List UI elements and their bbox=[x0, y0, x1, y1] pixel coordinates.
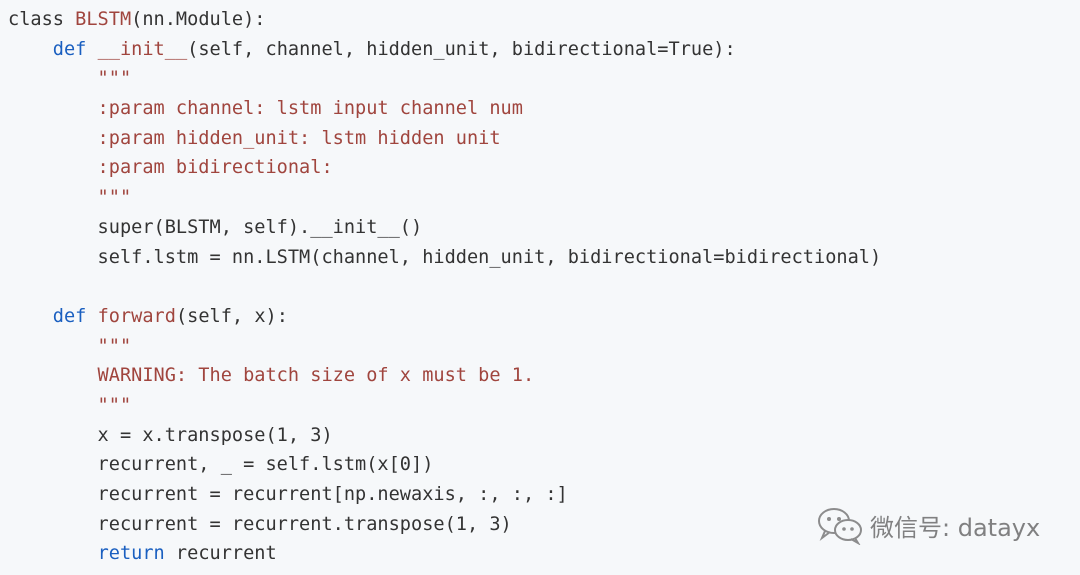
code-token: (self, channel, hidden_unit, bidirection… bbox=[187, 38, 736, 60]
code-token bbox=[86, 39, 97, 60]
code-line: super(BLSTM, self).__init__() bbox=[8, 213, 1080, 243]
code-token: class bbox=[8, 9, 76, 30]
code-line: self.lstm = nn.LSTM(channel, hidden_unit… bbox=[8, 243, 1080, 273]
code-token: def bbox=[52, 38, 87, 60]
code-line: :param bidirectional: bbox=[8, 153, 1080, 183]
code-token: recurrent = recurrent[np.newaxis, :, :, … bbox=[8, 484, 568, 505]
code-token: :param hidden_unit: lstm hidden unit bbox=[8, 127, 501, 149]
code-line: """ bbox=[8, 391, 1080, 421]
code-line: recurrent, _ = self.lstm(x[0]) bbox=[8, 450, 1080, 480]
code-token: """ bbox=[8, 335, 132, 357]
code-token: WARNING: The batch size of x must be 1. bbox=[8, 365, 535, 387]
code-token bbox=[8, 306, 53, 327]
code-token bbox=[8, 543, 98, 564]
wechat-icon bbox=[818, 508, 862, 545]
code-token: BLSTM bbox=[75, 9, 132, 30]
code-token: :param channel: lstm input channel num bbox=[8, 98, 523, 120]
code-token: (nn.Module): bbox=[131, 9, 266, 30]
code-token bbox=[86, 306, 97, 327]
code-line: """ bbox=[8, 183, 1080, 213]
code-token: forward bbox=[97, 305, 176, 327]
code-line: x = x.transpose(1, 3) bbox=[8, 421, 1080, 451]
code-token: (self, x): bbox=[175, 305, 288, 327]
code-line: def forward(self, x): bbox=[8, 302, 1080, 332]
code-token: def bbox=[52, 305, 87, 327]
code-token: self.lstm = nn.LSTM(channel, hidden_unit… bbox=[8, 246, 882, 268]
code-line: recurrent = recurrent.transpose(1, 3) bbox=[8, 510, 1080, 540]
code-line: :param channel: lstm input channel num bbox=[8, 94, 1080, 124]
code-token: super(BLSTM, self).__init__() bbox=[8, 216, 423, 238]
code-token: """ bbox=[8, 394, 132, 416]
code-token: __init__ bbox=[97, 38, 188, 60]
code-token: return bbox=[97, 543, 165, 565]
code-line: def __init__(self, channel, hidden_unit,… bbox=[8, 35, 1080, 65]
code-token: recurrent, _ = self.lstm(x[0]) bbox=[8, 454, 434, 476]
code-line: """ bbox=[8, 64, 1080, 94]
watermark: 微信号: datayx bbox=[816, 505, 1040, 545]
code-line: WARNING: The batch size of x must be 1. bbox=[8, 361, 1080, 391]
code-line bbox=[8, 272, 1080, 302]
code-token bbox=[8, 39, 53, 60]
code-line: recurrent = recurrent[np.newaxis, :, :, … bbox=[8, 480, 1080, 510]
code-token: recurrent = recurrent.transpose(1, 3) bbox=[8, 513, 512, 535]
code-token: x = x.transpose(1, 3) bbox=[8, 424, 333, 446]
code-line: :param hidden_unit: lstm hidden unit bbox=[8, 124, 1080, 154]
code-token: """ bbox=[8, 187, 132, 209]
code-line: """ bbox=[8, 332, 1080, 362]
code-token: recurrent bbox=[164, 543, 277, 565]
code-token: """ bbox=[8, 68, 132, 90]
code-line: class BLSTM(nn.Module): bbox=[8, 5, 1080, 35]
watermark-text: 微信号: datayx bbox=[870, 513, 1041, 542]
code-token: :param bidirectional: bbox=[8, 157, 333, 179]
code-line: return recurrent bbox=[8, 539, 1080, 569]
